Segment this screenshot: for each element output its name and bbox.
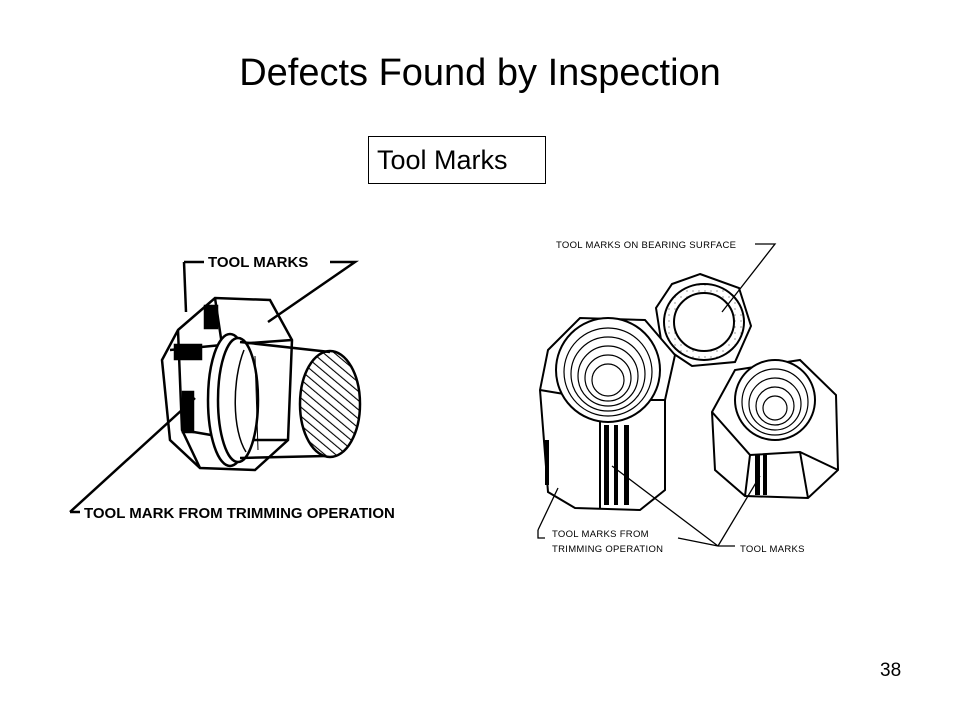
- left-label-toolmarks: TOOL MARKS: [208, 254, 308, 271]
- right-label-toolmarks: TOOL MARKS: [740, 544, 805, 555]
- right-acorn-nut: [710, 358, 840, 500]
- small-hex-nut: [654, 272, 753, 368]
- left-bolt-drawing: [160, 296, 362, 472]
- right-label-bearing: TOOL MARKS ON BEARING SURFACE: [556, 240, 736, 251]
- right-label-trim-line1: TOOL MARKS FROM: [552, 529, 649, 540]
- subtitle-box: Tool Marks: [368, 136, 546, 184]
- slide-title: Defects Found by Inspection: [239, 52, 721, 94]
- right-leader-lines: [537, 243, 777, 547]
- right-label-trim-line2: TRIMMING OPERATION: [552, 544, 663, 555]
- large-tall-nut: [538, 316, 677, 512]
- page-number: 38: [880, 660, 902, 681]
- left-leader-lines: [69, 260, 360, 514]
- left-label-trimming: TOOL MARK FROM TRIMMING OPERATION: [84, 505, 395, 522]
